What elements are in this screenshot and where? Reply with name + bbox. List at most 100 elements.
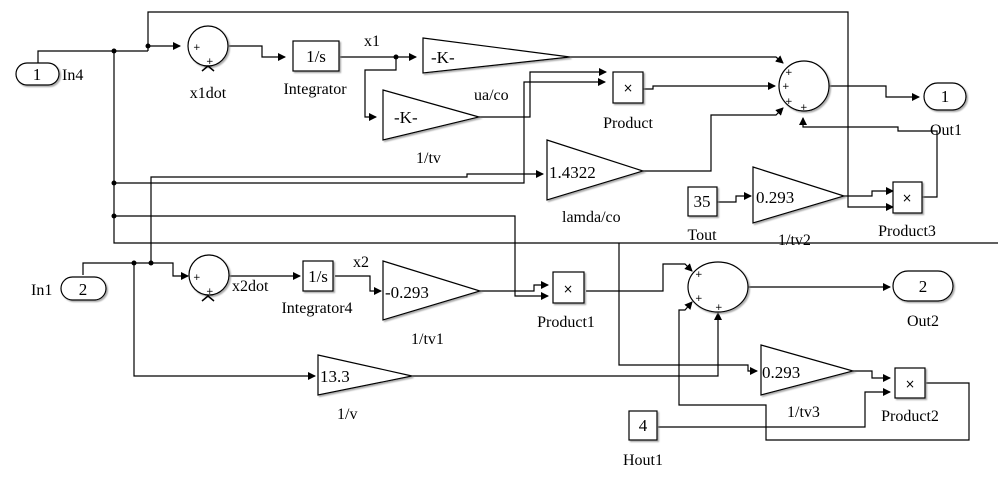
branch-point	[145, 43, 151, 49]
gain-value: -K-	[394, 108, 418, 127]
integrator4-block[interactable]: 1/s Integrator4	[281, 260, 353, 317]
wire-product3-to-sum1[interactable]	[799, 117, 938, 198]
sum-sign: +	[800, 103, 808, 113]
outport-out1[interactable]: 1 Out1	[923, 82, 967, 139]
block-label: In1	[31, 282, 52, 299]
wire-tv3-to-product2[interactable]	[853, 370, 891, 382]
gain-value: -0.293	[385, 283, 429, 302]
constant-tout[interactable]: 35 Tout	[687, 186, 718, 244]
wire-x1dot-to-integrator[interactable]	[229, 45, 286, 61]
wire-v-to-sum2[interactable]	[412, 312, 722, 377]
block-label: Out2	[907, 313, 939, 330]
gain-lamda-co[interactable]: 1.4322 lamda/co	[546, 139, 646, 226]
integrator-expression: 1/s	[308, 267, 328, 286]
feedback-arrow-icon	[201, 65, 215, 72]
block-label: 1/v	[337, 406, 357, 423]
wire-in1-to-x2dot[interactable]	[82, 262, 189, 280]
block-label: Tout	[687, 227, 717, 244]
gain-v[interactable]: 13.3 1/v	[317, 354, 413, 423]
gain-value: 1.4322	[549, 163, 596, 182]
wire-tv2-to-product3[interactable]	[844, 187, 894, 197]
sum-x2dot[interactable]: + + x2dot	[188, 254, 269, 302]
outport-number: 1	[941, 87, 950, 106]
wire-x1-to-tv[interactable]	[364, 57, 397, 121]
block-label: x2dot	[232, 278, 269, 295]
block-label: 1/tv2	[778, 232, 811, 249]
branch-point	[131, 260, 137, 266]
gain-tv2[interactable]: 0.293 1/tv2	[752, 166, 847, 249]
sum-sign: +	[206, 287, 214, 297]
product3-block[interactable]: × Product3	[878, 181, 936, 240]
gain-tv1[interactable]: -0.293 1/tv1	[382, 260, 483, 348]
block-label: Hout1	[623, 452, 663, 469]
inport-in4[interactable]: 1 In4	[15, 62, 83, 86]
block-label: Product3	[878, 223, 936, 240]
sum-sign: +	[715, 303, 723, 313]
wire-tv-to-product[interactable]	[479, 68, 607, 118]
signal-label-x1: x1	[364, 33, 380, 50]
block-label: Out1	[930, 122, 962, 139]
inport-in1[interactable]: 2 In1	[31, 276, 107, 301]
sum-output2[interactable]: + + +	[687, 261, 749, 313]
multiply-icon: ×	[902, 191, 912, 205]
product2-block[interactable]: × Product2	[881, 367, 939, 425]
integrator-expression: 1/s	[306, 47, 326, 66]
sum-sign: +	[695, 270, 703, 280]
constant-hout1[interactable]: 4 Hout1	[623, 410, 663, 469]
constant-value: 4	[639, 416, 648, 435]
block-label: Integrator4	[281, 300, 352, 317]
block-label: 1/tv1	[411, 331, 444, 348]
branch-point	[111, 48, 117, 54]
wire-integrator4-to-tv1[interactable]	[335, 275, 382, 295]
sum-sign: +	[785, 97, 793, 107]
wire-hout1-to-product2[interactable]	[658, 388, 891, 428]
gain-value: -K-	[431, 48, 455, 67]
wire-in1-to-lamdaco[interactable]	[150, 170, 544, 263]
wire-lamdaco-to-sum1[interactable]	[643, 107, 784, 172]
block-label: x1dot	[190, 85, 227, 102]
wire-in4-to-product3[interactable]	[147, 11, 894, 211]
wire-to-product-in2[interactable]	[114, 78, 606, 184]
wire-in4-trunk[interactable]	[113, 51, 998, 244]
wire-to-product1-in2[interactable]	[114, 215, 549, 300]
branch-point	[148, 260, 154, 266]
multiply-icon: ×	[563, 282, 573, 296]
sum-sign: +	[206, 57, 214, 67]
product-block[interactable]: × Product	[603, 71, 653, 132]
outport-out2[interactable]: 2 Out2	[892, 270, 954, 330]
inport-number: 1	[33, 65, 42, 84]
gain-ua-co[interactable]: -K- ua/co	[422, 37, 571, 104]
wire-tv1-to-product1[interactable]	[480, 281, 549, 292]
block-label: lamda/co	[562, 209, 621, 226]
branch-point	[393, 54, 399, 60]
multiply-icon: ×	[623, 81, 633, 95]
gain-tv3[interactable]: 0.293 1/tv3	[760, 344, 856, 421]
gain-value: 13.3	[320, 367, 350, 386]
wire-sum1-to-out1[interactable]	[828, 85, 920, 101]
constant-value: 35	[694, 192, 711, 211]
wire-product1-to-sum2[interactable]	[586, 263, 693, 292]
feedback-arrow-icon	[201, 295, 215, 302]
sum-sign: +	[782, 82, 790, 92]
sum-output1[interactable]: + + + +	[778, 60, 830, 113]
wire-to-tv3[interactable]	[618, 243, 758, 375]
wire-in1-to-v[interactable]	[133, 263, 316, 380]
wire-product2-to-sum2[interactable]	[678, 301, 970, 441]
product1-block[interactable]: × Product1	[537, 271, 595, 331]
integrator-block[interactable]: 1/s Integrator	[283, 40, 347, 98]
signal-label-x2: x2	[353, 254, 369, 271]
signal-lines	[37, 11, 998, 441]
block-label: 1/tv3	[787, 404, 820, 421]
wire-tout-to-tv2[interactable]	[717, 192, 752, 203]
gain-value: 0.293	[756, 188, 794, 207]
wire-product-to-sum1[interactable]	[643, 82, 776, 90]
wire-in4[interactable]	[37, 50, 148, 63]
block-label: 1/tv	[416, 150, 441, 167]
sum-x1dot[interactable]: + + x1dot	[187, 25, 229, 102]
block-label: Product2	[881, 408, 939, 425]
gain-tv[interactable]: -K- 1/tv	[382, 89, 482, 167]
sum-sign: +	[193, 273, 201, 283]
branch-point	[111, 213, 117, 219]
wire-uaco-to-sum1[interactable]	[570, 55, 784, 64]
